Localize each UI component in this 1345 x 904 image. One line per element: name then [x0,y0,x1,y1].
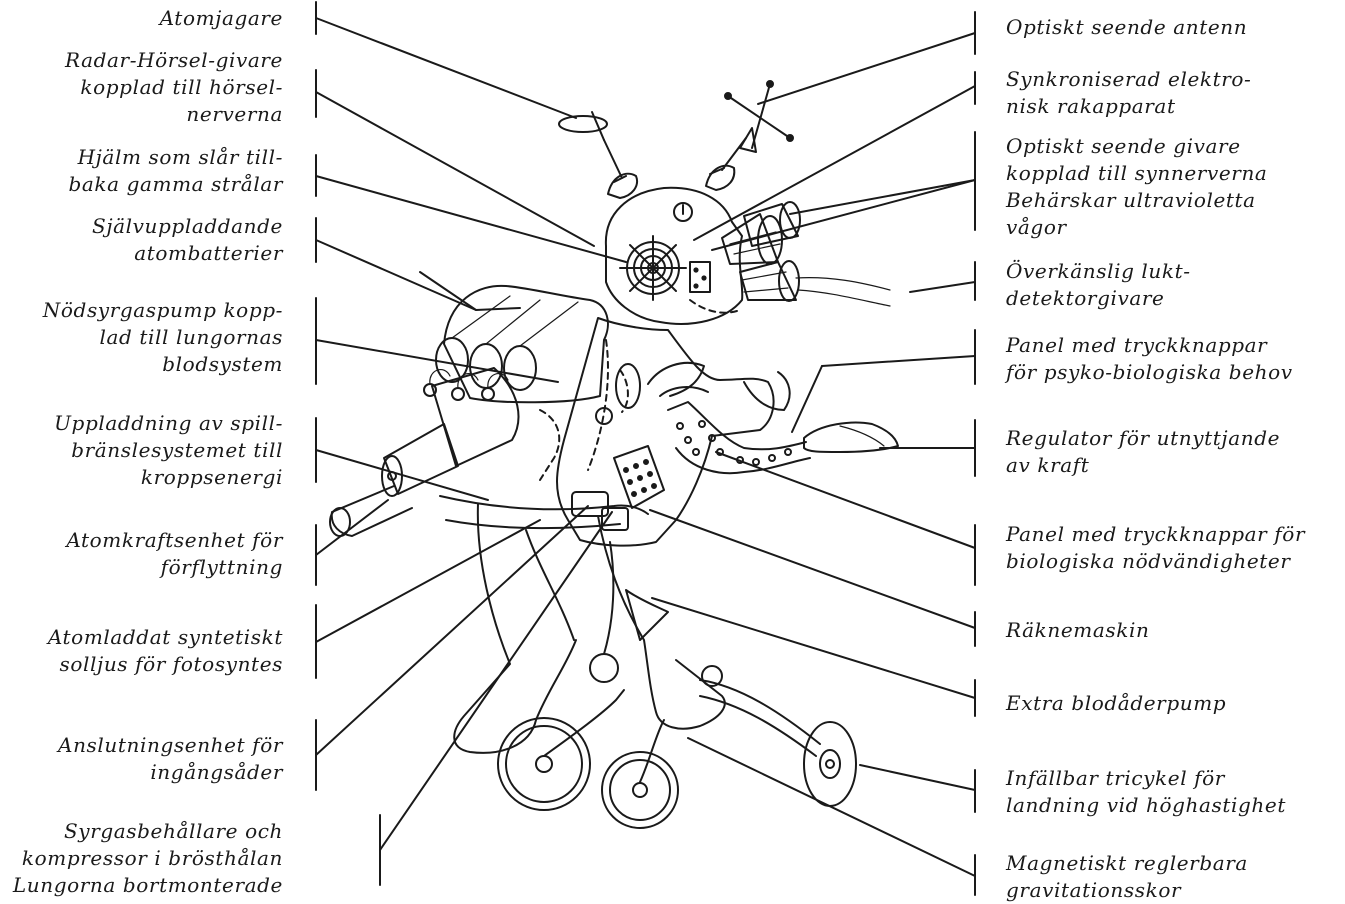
label-syrgasbehallare: Syrgasbehållare och kompressor i brösthå… [13,818,283,899]
label-optiskt-seende-givare: Optiskt seende givare kopplad till synne… [1006,133,1267,241]
label-tricykel: Infällbar tricykel för landning vid högh… [1006,765,1286,819]
label-hjalm: Hjälm som slår till- baka gamma strålar [68,144,283,198]
label-uppladdning: Uppladdning av spill- bränslesystemet ti… [54,410,283,491]
label-atomkraftsenhet: Atomkraftsenhet för förflyttning [66,527,283,581]
label-radar-horsel-givare: Radar-Hörsel-givare kopplad till hörsel-… [65,47,283,128]
left-brackets [316,2,380,885]
label-regulator: Regulator för utnyttjande av kraft [1006,425,1280,479]
label-blodaderpump: Extra blodåderpump [1006,690,1226,717]
label-nodsyrgaspump: Nödsyrgaspump kopp- lad till lungornas b… [43,297,283,378]
label-luktdetektor: Överkänslig lukt- detektorgivare [1006,258,1191,312]
label-solljus: Atomladdat syntetiskt solljus för fotosy… [48,624,283,678]
label-biologiska-panel: Panel med tryckknappar för biologiska nö… [1006,521,1305,575]
robot-body [330,286,898,828]
label-anslutningsenhet: Anslutningsenhet för ingångsåder [58,732,283,786]
label-gravitationsskor: Magnetiskt reglerbara gravitationsskor [1006,850,1248,904]
label-raknemaskin: Räknemaskin [1006,617,1149,644]
label-optiskt-seende-antenn: Optiskt seende antenn [1006,14,1247,41]
label-atomjagare: Atomjagare [160,5,283,32]
label-rakapparat: Synkroniserad elektro- nisk rakapparat [1006,66,1251,120]
label-psyko-biologiska-panel: Panel med tryckknappar för psyko-biologi… [1006,332,1293,386]
label-atombatterier: Självuppladdande atombatterier [92,213,283,267]
robot-head [559,81,890,324]
